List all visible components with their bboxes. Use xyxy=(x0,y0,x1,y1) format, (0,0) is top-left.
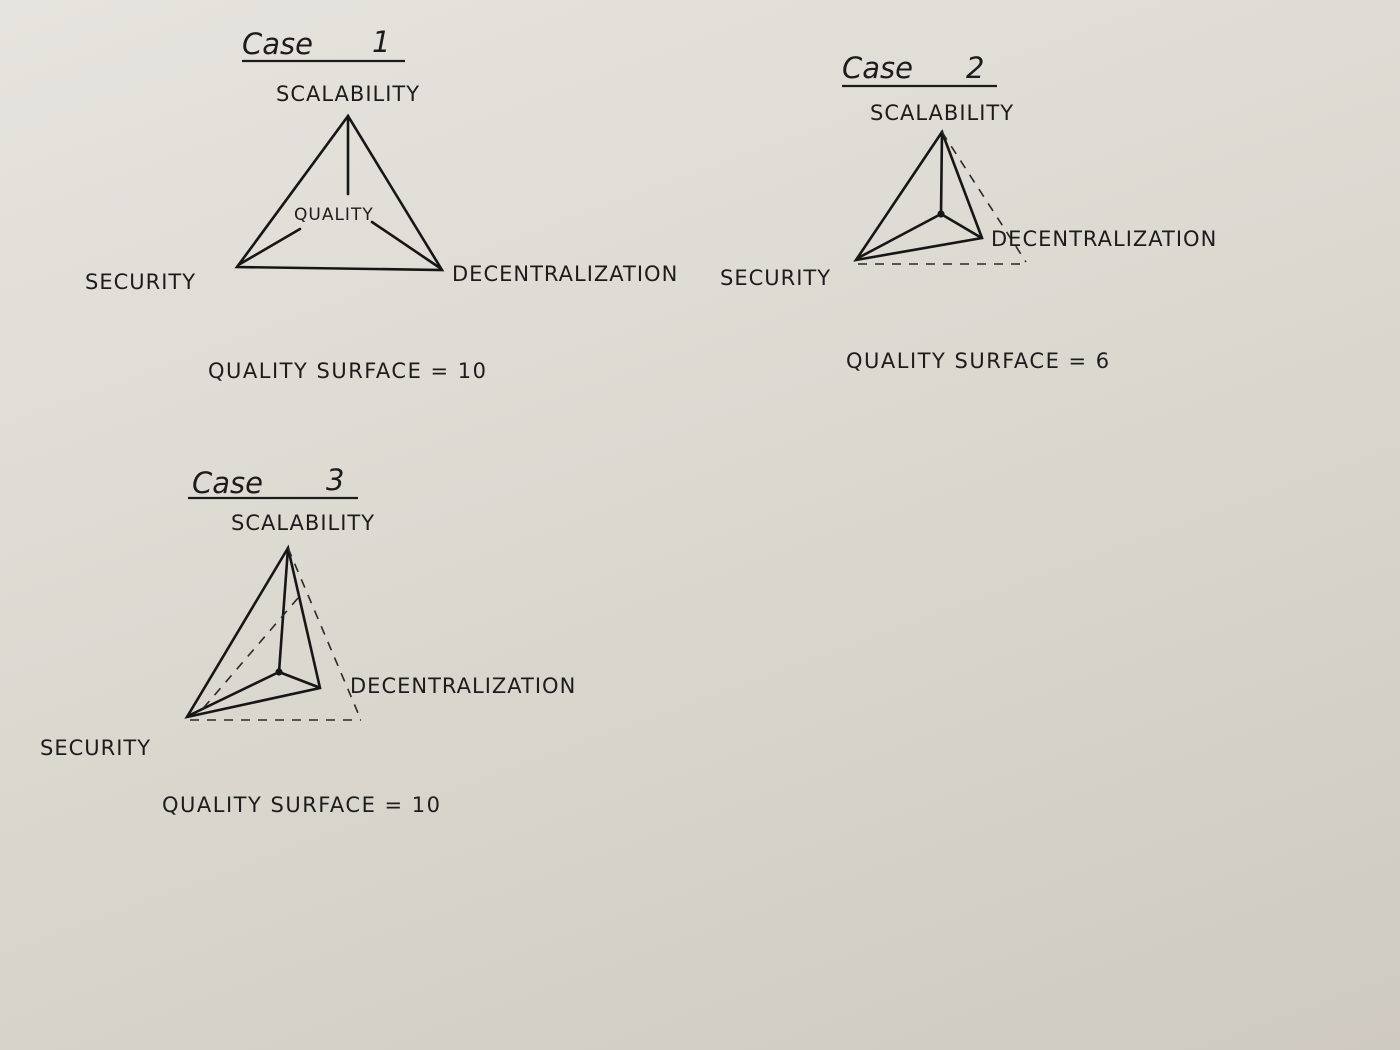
case-3-spoke-left xyxy=(188,670,281,717)
case-2-title: Case xyxy=(842,51,913,85)
case-1-right-label: DECENTRALIZATION xyxy=(452,262,678,286)
case-3-quality-point xyxy=(275,668,283,676)
case-1-left-label: SECURITY xyxy=(85,270,196,294)
case-3-spoke-top xyxy=(277,546,290,674)
case-2-right-label: DECENTRALIZATION xyxy=(991,227,1217,251)
case-2-quality-point xyxy=(937,210,945,218)
case-3-inner-guide xyxy=(199,597,299,713)
case-3-diagram: Case 3 SCALABILITY SECURITY DECENTRALIZA… xyxy=(40,463,576,817)
case-3-right-label: DECENTRALIZATION xyxy=(350,674,576,698)
case-3-original-edge-right xyxy=(287,547,362,721)
case-3-left-label: SECURITY xyxy=(40,736,151,760)
case-3-number: 3 xyxy=(326,463,344,497)
case-1-top-label: SCALABILITY xyxy=(276,82,420,106)
case-2-spoke-top xyxy=(939,130,944,216)
case-1-triangle xyxy=(234,113,445,272)
case-1-spoke-right xyxy=(370,220,442,270)
case-3-title: Case xyxy=(192,466,263,500)
case-2-spoke-right xyxy=(939,212,982,239)
case-3-spoke-right xyxy=(277,670,320,689)
case-2-number: 2 xyxy=(966,51,984,85)
case-2-left-label: SECURITY xyxy=(720,266,831,290)
case-2-diagram: Case 2 SCALABILITY SECURITY DECENTRALIZA… xyxy=(720,51,1217,373)
case-2-original-edge-right xyxy=(941,131,1027,263)
case-3-triangle xyxy=(184,544,322,719)
case-1-center-label: QUALITY xyxy=(294,205,374,225)
case-1-title: Case xyxy=(242,27,313,61)
case-2-spoke-left xyxy=(856,212,943,260)
case-1-spoke-left xyxy=(238,227,302,266)
case-3-surface-text: QUALITY SURFACE = 10 xyxy=(162,793,442,817)
case-1-diagram: Case 1 SCALABILITY QUALITY SECURITY DECE… xyxy=(85,25,678,383)
case-2-triangle xyxy=(853,129,984,262)
case-1-surface-text: QUALITY SURFACE = 10 xyxy=(208,359,488,383)
case-3-top-label: SCALABILITY xyxy=(231,511,375,535)
case-2-top-label: SCALABILITY xyxy=(870,101,1014,125)
case-2-surface-text: QUALITY SURFACE = 6 xyxy=(846,349,1111,373)
case-1-number: 1 xyxy=(372,25,390,59)
